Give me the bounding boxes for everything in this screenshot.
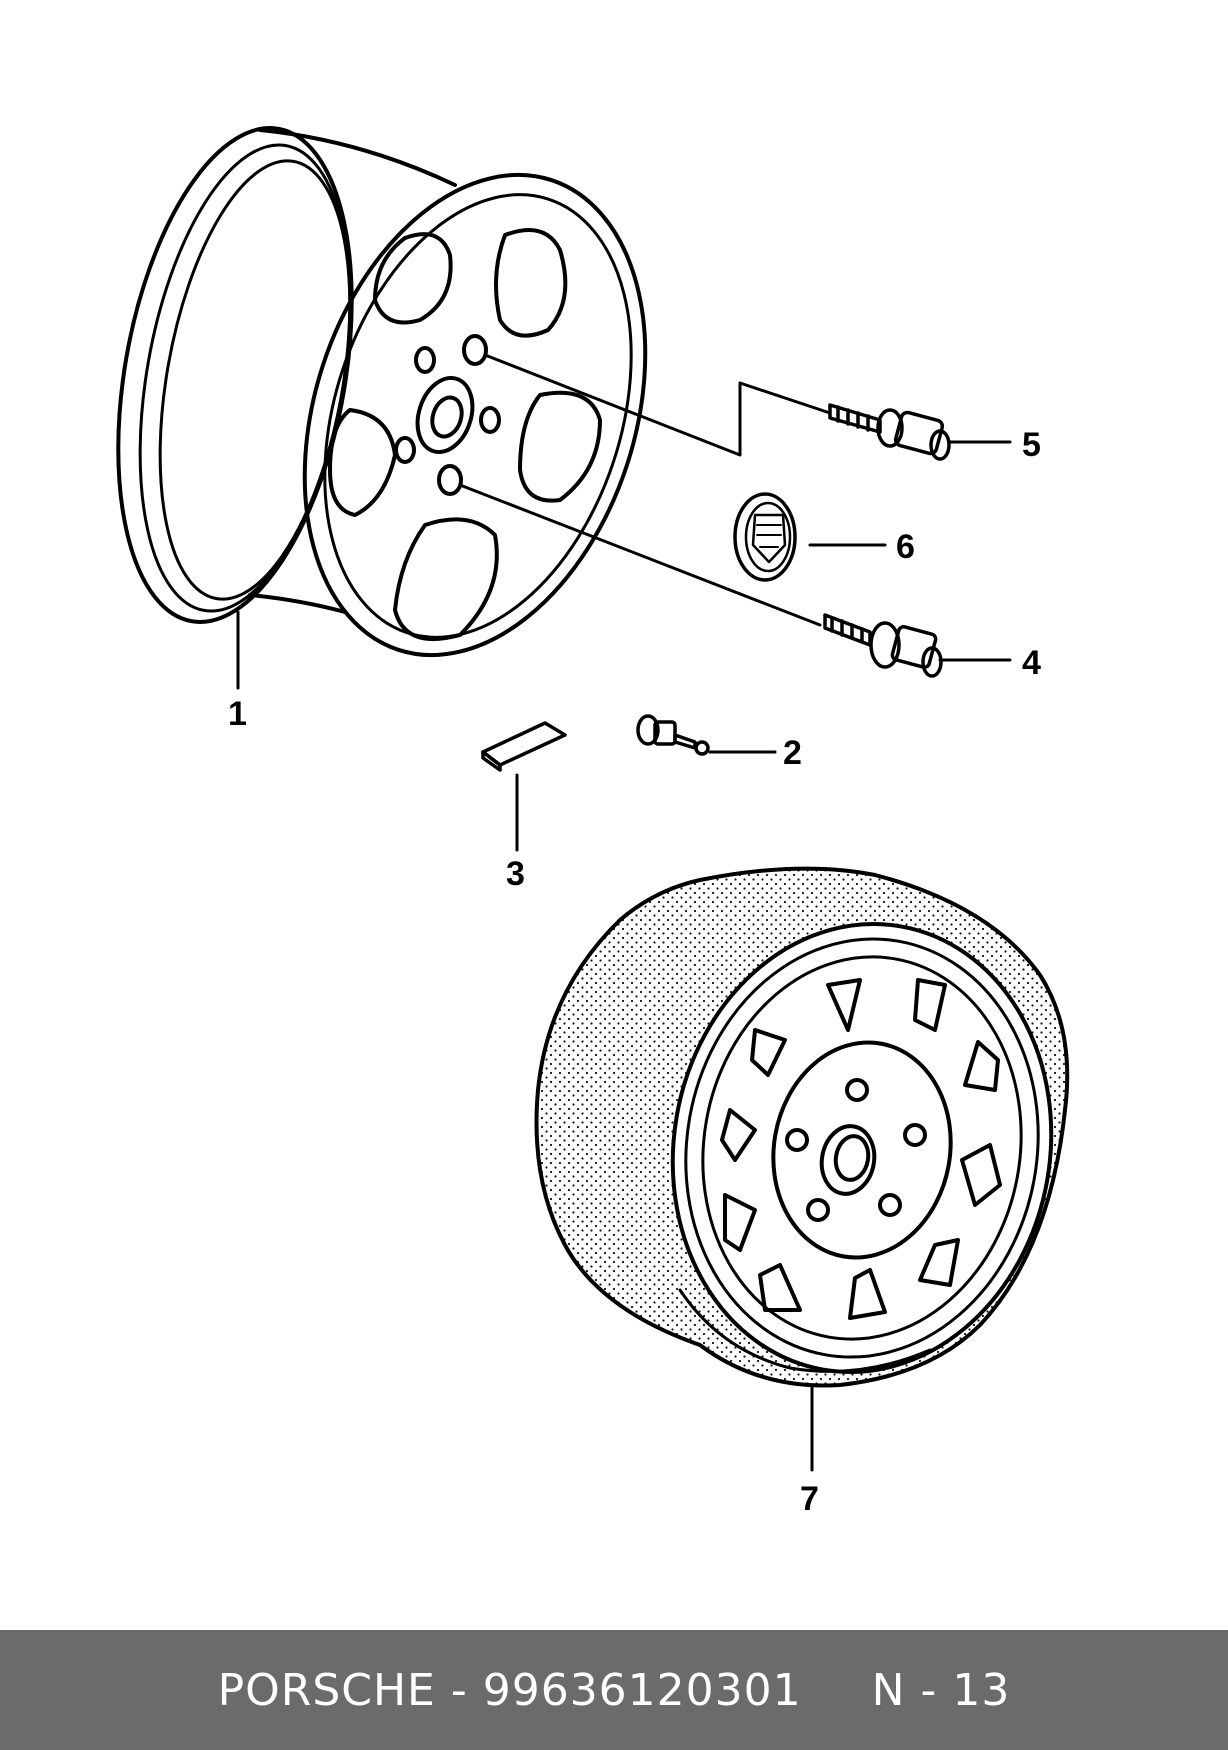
callout-2: 2 xyxy=(783,734,802,772)
leader-line-4 xyxy=(458,483,822,627)
callout-1: 1 xyxy=(228,695,247,733)
wheel-bolt xyxy=(823,613,943,678)
spare-wheel xyxy=(534,866,1070,1388)
callout-6: 6 xyxy=(896,528,915,566)
part-number-caption: PORSCHE - 99636120301 xyxy=(217,1664,802,1716)
locking-bolt xyxy=(828,403,951,461)
footer-caption-bar: PORSCHE - 99636120301 N - 13 xyxy=(0,1630,1228,1750)
wheel-parts-diagram: 1 2 3 4 5 6 7 xyxy=(116,126,1070,1518)
callout-5: 5 xyxy=(1022,426,1041,464)
center-cap xyxy=(733,492,797,582)
alloy-wheel xyxy=(116,126,648,658)
tire-valve xyxy=(636,714,710,756)
callout-4: 4 xyxy=(1022,644,1041,682)
callout-7: 7 xyxy=(800,1480,819,1518)
leader-line-5 xyxy=(483,353,832,457)
page-reference: N - 13 xyxy=(871,1664,1011,1716)
callout-3: 3 xyxy=(506,855,525,893)
balance-weight xyxy=(481,721,567,772)
